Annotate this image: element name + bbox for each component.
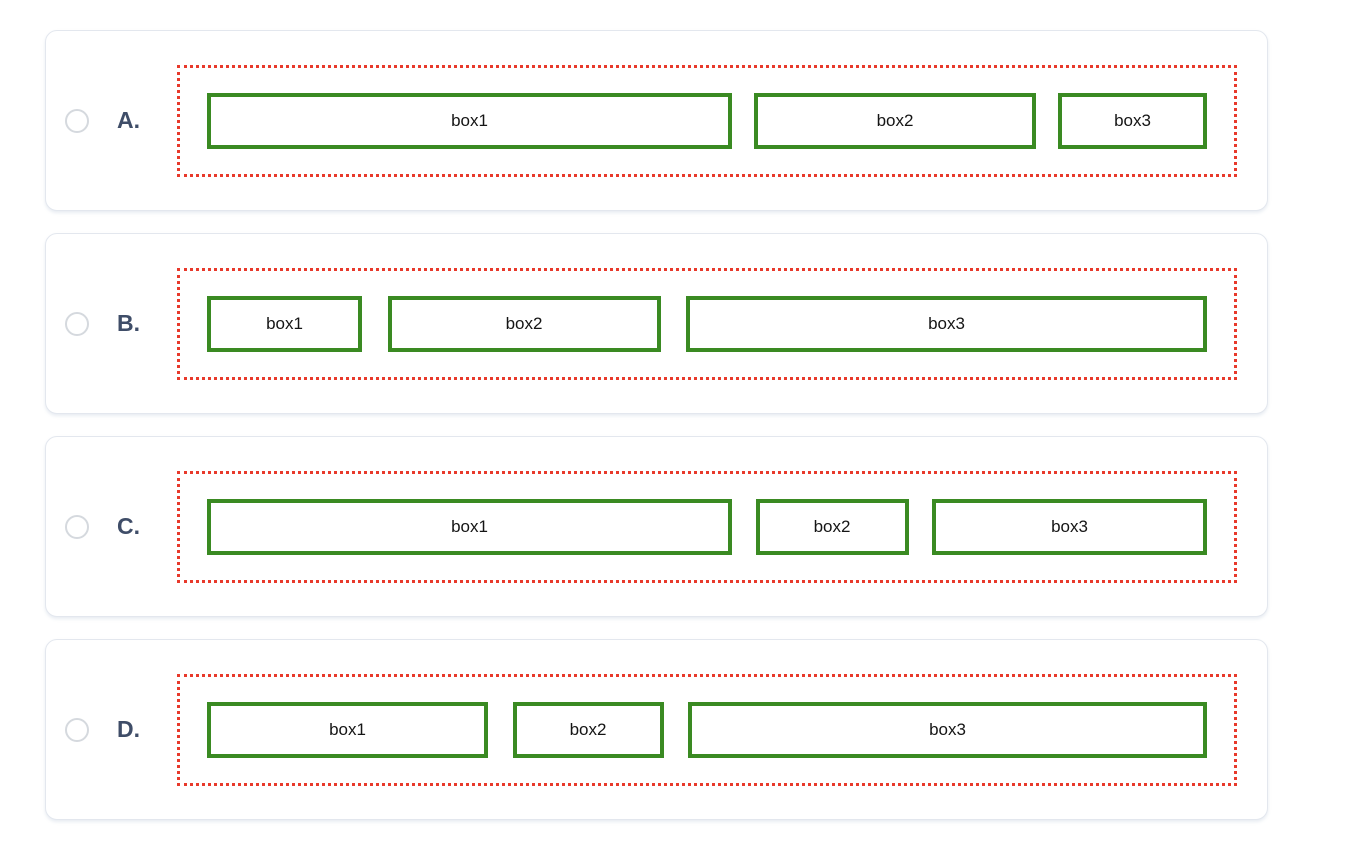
flex-container-dotted: box1 box2 box3 [177, 673, 1237, 786]
flex-box-box3: box3 [686, 295, 1207, 352]
flex-box-box3: box3 [688, 701, 1207, 758]
answer-option-card-c[interactable]: C. box1 box2 box3 [45, 436, 1268, 617]
flex-box-box2: box2 [387, 295, 661, 352]
flex-box-box2: box2 [754, 92, 1036, 149]
option-letter-label: D. [117, 716, 140, 742]
option-letter-label: B. [117, 310, 140, 336]
radio-button-a[interactable] [65, 108, 89, 133]
answer-option-card-d[interactable]: D. box1 box2 box3 [45, 639, 1268, 820]
flex-box-box2: box2 [755, 498, 909, 555]
flex-container-dotted: box1 box2 box3 [177, 64, 1237, 177]
radio-button-b[interactable] [65, 311, 89, 336]
flex-container-dotted: box1 box2 box3 [177, 470, 1237, 583]
flex-box-box1: box1 [207, 701, 488, 758]
flex-container-dotted: box1 box2 box3 [177, 267, 1237, 380]
flex-box-box1: box1 [207, 92, 732, 149]
flex-box-box1: box1 [207, 295, 362, 352]
answer-option-card-a[interactable]: A. box1 box2 box3 [45, 30, 1268, 211]
radio-button-c[interactable] [65, 514, 89, 539]
radio-button-d[interactable] [65, 717, 89, 742]
flex-box-box3: box3 [1058, 92, 1207, 149]
flex-box-box1: box1 [207, 498, 732, 555]
flex-box-box3: box3 [932, 498, 1207, 555]
flex-box-box2: box2 [512, 701, 664, 758]
option-letter-label: A. [117, 107, 140, 133]
option-letter-label: C. [117, 513, 140, 539]
answer-option-card-b[interactable]: B. box1 box2 box3 [45, 233, 1268, 414]
